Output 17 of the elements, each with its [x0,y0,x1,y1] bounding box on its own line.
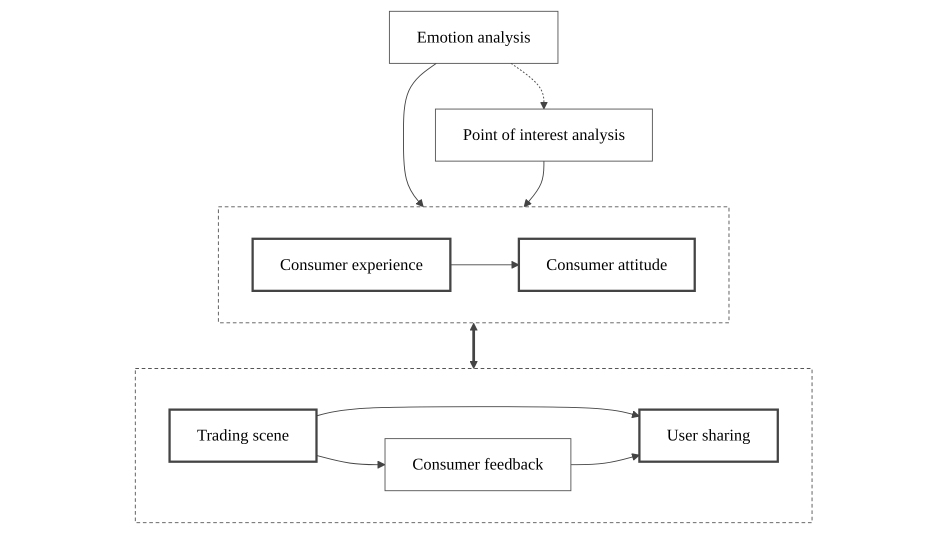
node-box: User sharing [638,408,780,463]
node-box: Consumer feedback [384,438,572,492]
arrow [316,454,386,469]
node-box: Consumer attitude [518,238,696,292]
cluster [135,368,813,524]
arrow [403,62,438,208]
arrow [316,406,640,418]
arrow [510,62,548,110]
arrow [470,322,478,369]
arrow [570,453,640,466]
node-box: Emotion analysis [389,10,559,64]
node-box: Point of interest analysis [435,108,654,162]
cluster [218,206,730,324]
arrow [450,260,520,269]
node-box: Trading scene [168,408,318,463]
arrow [524,160,545,208]
node-box: Consumer experience [252,238,452,292]
